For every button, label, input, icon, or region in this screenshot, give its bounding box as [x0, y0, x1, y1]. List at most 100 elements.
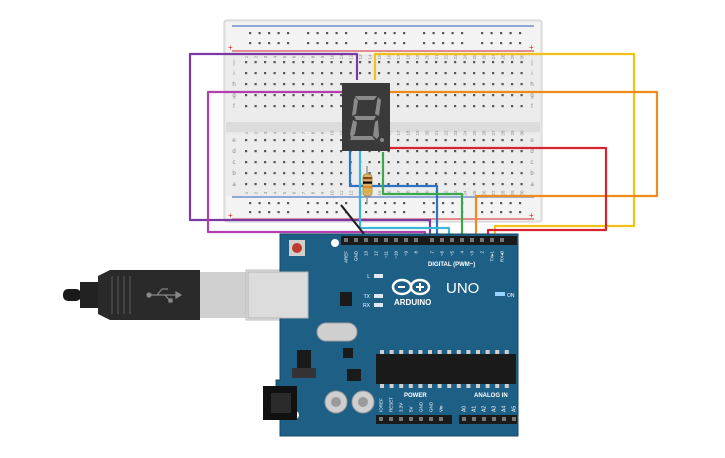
rail-hole[interactable]	[345, 202, 348, 205]
breadboard-hole[interactable]	[321, 183, 324, 186]
breadboard-hole[interactable]	[454, 105, 457, 108]
breadboard-hole[interactable]	[340, 61, 343, 64]
rail-hole[interactable]	[277, 211, 280, 214]
breadboard-hole[interactable]	[283, 94, 286, 97]
rail-hole[interactable]	[481, 42, 484, 45]
breadboard-hole[interactable]	[454, 150, 457, 153]
rail-hole[interactable]	[374, 211, 377, 214]
breadboard-hole[interactable]	[501, 72, 504, 75]
breadboard-hole[interactable]	[340, 139, 343, 142]
digital-pin-hole[interactable]	[384, 238, 388, 242]
rail-hole[interactable]	[490, 202, 493, 205]
power-pin-hole[interactable]	[399, 417, 403, 421]
digital-pin-hole[interactable]	[374, 238, 378, 242]
breadboard-hole[interactable]	[387, 61, 390, 64]
breadboard-hole[interactable]	[463, 183, 466, 186]
breadboard-hole[interactable]	[406, 172, 409, 175]
analog-pin-hole[interactable]	[472, 417, 476, 421]
digital-pin-hole[interactable]	[414, 238, 418, 242]
breadboard-hole[interactable]	[482, 61, 485, 64]
breadboard-hole[interactable]	[292, 183, 295, 186]
breadboard-hole[interactable]	[520, 94, 523, 97]
breadboard-hole[interactable]	[473, 94, 476, 97]
digital-pin-hole[interactable]	[490, 238, 494, 242]
rail-hole[interactable]	[432, 202, 435, 205]
breadboard-hole[interactable]	[330, 139, 333, 142]
breadboard-hole[interactable]	[416, 61, 419, 64]
breadboard-hole[interactable]	[321, 150, 324, 153]
rail-hole[interactable]	[326, 32, 329, 35]
breadboard-hole[interactable]	[492, 139, 495, 142]
rail-hole[interactable]	[442, 211, 445, 214]
breadboard-hole[interactable]	[397, 161, 400, 164]
breadboard-hole[interactable]	[283, 183, 286, 186]
breadboard-hole[interactable]	[254, 183, 257, 186]
breadboard-hole[interactable]	[482, 150, 485, 153]
breadboard-hole[interactable]	[511, 172, 514, 175]
breadboard-hole[interactable]	[416, 83, 419, 86]
breadboard-hole[interactable]	[501, 105, 504, 108]
breadboard-hole[interactable]	[254, 172, 257, 175]
breadboard-hole[interactable]	[245, 161, 248, 164]
breadboard-hole[interactable]	[482, 83, 485, 86]
breadboard-hole[interactable]	[292, 139, 295, 142]
breadboard-hole[interactable]	[264, 150, 267, 153]
breadboard-hole[interactable]	[330, 94, 333, 97]
rail-hole[interactable]	[403, 42, 406, 45]
breadboard-hole[interactable]	[435, 150, 438, 153]
breadboard-hole[interactable]	[482, 139, 485, 142]
breadboard-hole[interactable]	[520, 83, 523, 86]
breadboard-hole[interactable]	[387, 183, 390, 186]
rail-hole[interactable]	[500, 42, 503, 45]
rail-hole[interactable]	[481, 202, 484, 205]
breadboard-hole[interactable]	[425, 105, 428, 108]
breadboard-hole[interactable]	[492, 183, 495, 186]
rail-hole[interactable]	[519, 32, 522, 35]
power-pin-hole[interactable]	[389, 417, 393, 421]
breadboard-hole[interactable]	[454, 172, 457, 175]
breadboard-hole[interactable]	[264, 61, 267, 64]
digital-pin-hole[interactable]	[364, 238, 368, 242]
breadboard-hole[interactable]	[283, 72, 286, 75]
breadboard-hole[interactable]	[292, 161, 295, 164]
rail-hole[interactable]	[258, 32, 261, 35]
breadboard-hole[interactable]	[397, 72, 400, 75]
breadboard-hole[interactable]	[482, 105, 485, 108]
breadboard-hole[interactable]	[378, 172, 381, 175]
breadboard-hole[interactable]	[501, 94, 504, 97]
rail-hole[interactable]	[268, 202, 271, 205]
breadboard-hole[interactable]	[511, 161, 514, 164]
breadboard-hole[interactable]	[425, 72, 428, 75]
rail-hole[interactable]	[509, 202, 512, 205]
breadboard-hole[interactable]	[397, 183, 400, 186]
breadboard-hole[interactable]	[340, 150, 343, 153]
breadboard-hole[interactable]	[444, 83, 447, 86]
breadboard-hole[interactable]	[340, 72, 343, 75]
rail-hole[interactable]	[393, 202, 396, 205]
rail-hole[interactable]	[365, 42, 368, 45]
breadboard-hole[interactable]	[454, 161, 457, 164]
breadboard-hole[interactable]	[501, 183, 504, 186]
breadboard-hole[interactable]	[368, 161, 371, 164]
digital-pin-hole[interactable]	[500, 238, 504, 242]
breadboard-hole[interactable]	[435, 183, 438, 186]
breadboard-hole[interactable]	[340, 161, 343, 164]
rail-hole[interactable]	[365, 211, 368, 214]
breadboard-hole[interactable]	[311, 61, 314, 64]
rail-hole[interactable]	[509, 211, 512, 214]
rail-hole[interactable]	[277, 42, 280, 45]
breadboard-hole[interactable]	[397, 94, 400, 97]
digital-pin-hole[interactable]	[460, 238, 464, 242]
digital-pin-hole[interactable]	[440, 238, 444, 242]
breadboard-hole[interactable]	[273, 183, 276, 186]
breadboard-hole[interactable]	[482, 72, 485, 75]
rail-hole[interactable]	[307, 211, 310, 214]
breadboard-hole[interactable]	[283, 139, 286, 142]
breadboard-hole[interactable]	[425, 61, 428, 64]
breadboard-hole[interactable]	[444, 105, 447, 108]
breadboard-hole[interactable]	[406, 105, 409, 108]
breadboard-hole[interactable]	[273, 105, 276, 108]
breadboard-hole[interactable]	[302, 94, 305, 97]
rail-hole[interactable]	[403, 211, 406, 214]
